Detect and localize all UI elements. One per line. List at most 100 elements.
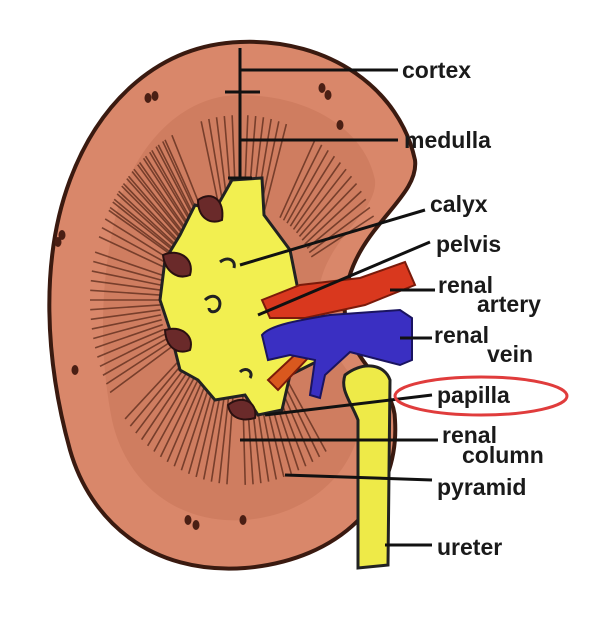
hatch-line (208, 118, 225, 208)
hatch-line (98, 236, 166, 269)
hatch-line (180, 387, 210, 471)
hatch-line (218, 393, 230, 484)
hatch-line (90, 289, 161, 296)
cortex-dot (54, 237, 62, 247)
hatch-line (200, 121, 221, 209)
hatch-line (155, 146, 196, 222)
cortex-dot (324, 90, 332, 100)
cortex-dot (336, 120, 344, 130)
hatch-line (121, 185, 178, 243)
hatch-line (109, 206, 172, 254)
hatch-line (140, 371, 189, 441)
calyx-marks (203, 257, 253, 379)
hatch-line (102, 337, 168, 376)
hatch-line (173, 385, 206, 467)
hatch-line (122, 183, 179, 241)
hatch-line (282, 144, 323, 221)
label-pyramid: pyramid (437, 474, 526, 500)
hatch-line (301, 183, 358, 241)
label-renal-artery-line1: renal (438, 272, 493, 298)
ureter (342, 364, 392, 570)
hatch-line (308, 206, 371, 254)
label-pelvis: pelvis (436, 231, 501, 257)
hatch-line (91, 314, 162, 330)
hatch-line (104, 218, 169, 260)
cortex-dot (192, 520, 200, 530)
hatch-line (210, 393, 226, 482)
hatch-line (146, 374, 192, 447)
pyramid-hatching (90, 115, 375, 485)
label-renal-column-line1: renal (442, 422, 497, 448)
hatch-line (127, 175, 182, 237)
label-renal-vein-line2: vein (487, 341, 533, 367)
hatch-line (263, 123, 288, 210)
renal-artery (260, 260, 417, 319)
hatch-line (298, 175, 353, 237)
hatch-line (118, 190, 176, 245)
hatch-line (101, 227, 167, 264)
label-papilla: papilla (437, 382, 510, 408)
cortex-dot (144, 93, 152, 103)
papilla-highlight-ellipse (393, 375, 569, 417)
hatch-line (138, 162, 188, 230)
hatch-line (126, 178, 181, 239)
cortex-dot (71, 365, 79, 375)
label-renal-vein-line1: renal (434, 322, 489, 348)
hatch-line (304, 190, 362, 245)
hatch-line (133, 168, 185, 234)
hatch-line (112, 201, 173, 251)
hatch-line (292, 162, 342, 230)
cortex-dot (184, 515, 192, 525)
hatch-line (195, 390, 218, 478)
hatch-line (144, 155, 191, 227)
cortex-dot (239, 515, 247, 525)
hatch-line (306, 198, 367, 249)
label-medulla: medulla (404, 127, 491, 153)
label-cortex: cortex (402, 57, 471, 83)
label-renal-artery-line2: artery (477, 291, 541, 317)
hatch-line (94, 323, 163, 349)
cortex-dot (151, 91, 159, 101)
hatch-line (289, 155, 336, 227)
hatch-line (124, 360, 180, 420)
hatch-line (94, 251, 163, 277)
hatch-line (142, 157, 190, 228)
hatch-line (116, 193, 176, 247)
hatch-line (97, 328, 165, 358)
hatch-line (187, 389, 214, 475)
hatch-line (166, 382, 202, 463)
hatch-line (109, 346, 172, 394)
hatch-line (131, 170, 184, 235)
label-ureter: ureter (437, 534, 502, 560)
hatch-line (286, 149, 329, 224)
hatch-line (295, 168, 347, 234)
hatch-line (129, 364, 183, 427)
hatch-line (279, 139, 316, 219)
hatch-line (159, 380, 199, 458)
hatch-line (153, 377, 195, 452)
renal-vein (260, 308, 413, 400)
hatch-line (91, 270, 162, 286)
cortex-dot (58, 230, 66, 240)
hatch-line (90, 309, 161, 321)
label-calyx: calyx (430, 191, 488, 217)
hatch-line (90, 279, 161, 291)
label-renal-column-line2: column (462, 442, 544, 468)
papillae (161, 195, 257, 421)
hatch-line (93, 318, 162, 340)
hatch-line (202, 392, 222, 480)
hatch-line (151, 149, 194, 224)
leader-lines (239, 68, 438, 547)
hatch-line (99, 333, 166, 368)
hatch-line (93, 260, 162, 282)
hatch-line (149, 151, 193, 225)
hatch-line (113, 198, 174, 249)
cortex-dot (318, 83, 326, 93)
hatch-line (310, 215, 375, 258)
hatch-line (108, 209, 171, 255)
hatch-line (135, 367, 186, 434)
hatch-line (157, 144, 198, 221)
hatch-line (162, 141, 200, 219)
cortex-dots (54, 83, 344, 530)
